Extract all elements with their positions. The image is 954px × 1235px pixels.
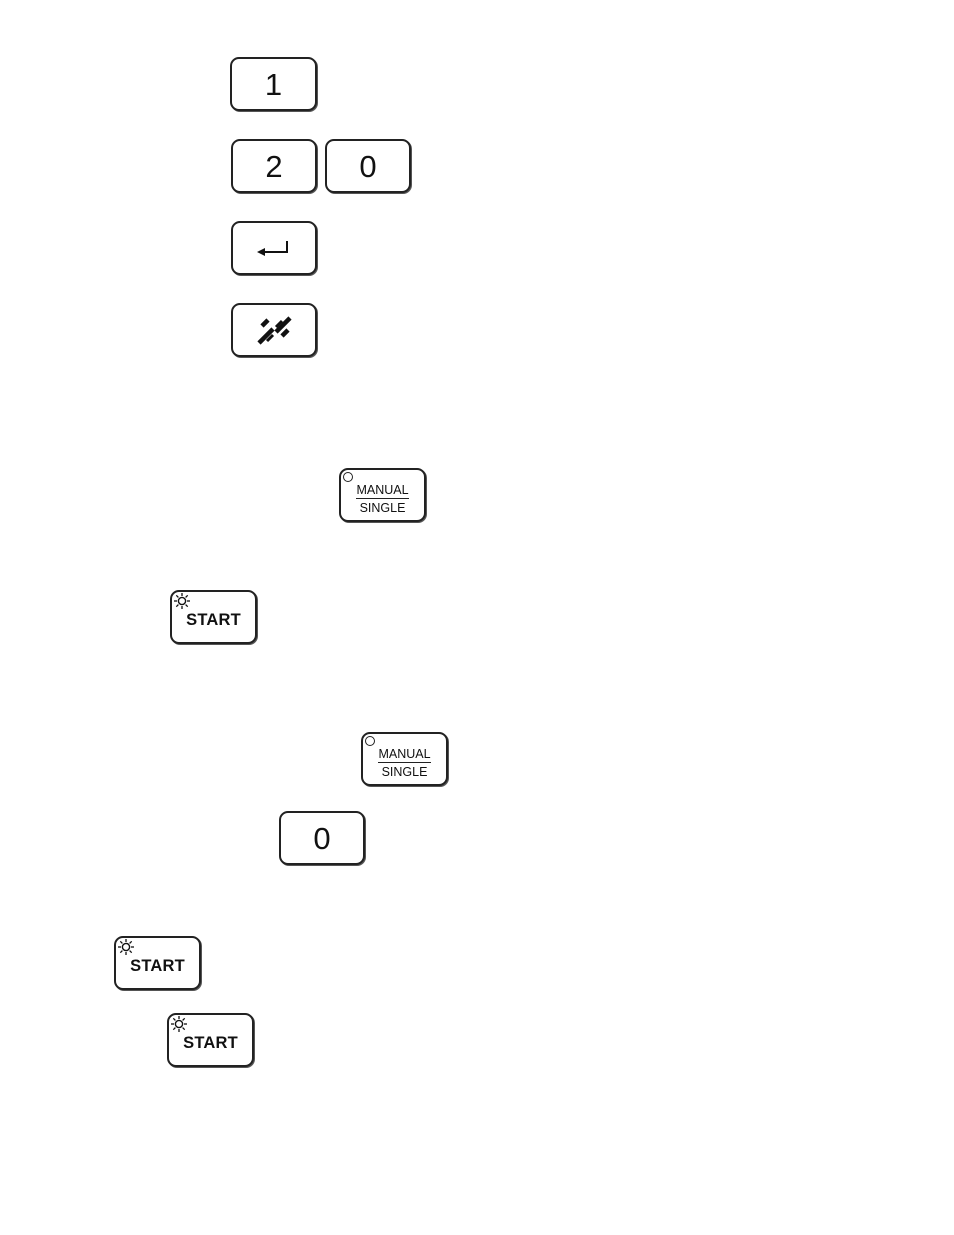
manual-single-button[interactable]: MANUAL SINGLE — [339, 468, 426, 522]
start-label: START — [172, 611, 255, 629]
key-0-button[interactable]: 0 — [325, 139, 411, 193]
manual-label: MANUAL — [378, 747, 430, 763]
key-1-label: 1 — [232, 59, 315, 109]
key-1-button[interactable]: 1 — [230, 57, 317, 111]
single-label: SINGLE — [363, 765, 446, 779]
enter-arrow-icon — [233, 223, 315, 273]
key-0-label: 0 — [327, 141, 409, 191]
start-label: START — [116, 957, 199, 975]
indicator-led-icon — [343, 472, 353, 482]
key-0-label: 0 — [281, 813, 363, 863]
start-label: START — [169, 1034, 252, 1052]
sun-lamp-icon — [170, 1015, 188, 1033]
sun-lamp-icon — [173, 592, 191, 610]
double-slash-icon — [233, 305, 315, 355]
key-2-button[interactable]: 2 — [231, 139, 317, 193]
single-label: SINGLE — [341, 501, 424, 515]
indicator-led-icon — [365, 736, 375, 746]
key-0-button[interactable]: 0 — [279, 811, 365, 865]
sun-lamp-icon — [117, 938, 135, 956]
start-button[interactable]: START — [167, 1013, 254, 1067]
start-button[interactable]: START — [170, 590, 257, 644]
key-2-label: 2 — [233, 141, 315, 191]
enter-button[interactable] — [231, 221, 317, 275]
start-button[interactable]: START — [114, 936, 201, 990]
manual-label: MANUAL — [356, 483, 408, 499]
manual-single-button[interactable]: MANUAL SINGLE — [361, 732, 448, 786]
clear-button[interactable] — [231, 303, 317, 357]
